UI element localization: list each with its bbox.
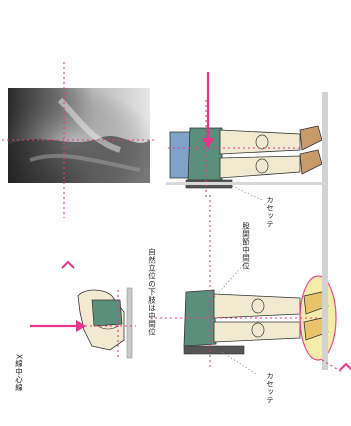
hip-joint-label: 股関節中間位: [242, 222, 250, 270]
shoe-shape: [300, 150, 322, 174]
natural-standing-label: 自然立位の下肢は中間位: [148, 248, 156, 336]
arrowhead-icon: [340, 364, 351, 370]
cassette-label-lower: カセッテ: [266, 372, 274, 404]
leg-upper-shape: [214, 294, 300, 318]
shoe-shape: [300, 126, 322, 150]
xray-image: [8, 88, 150, 183]
table-bar-mid: [166, 182, 326, 185]
shorts-shape: [92, 300, 122, 326]
shorts-shape: [188, 128, 222, 180]
beam-arrow-icon: [30, 320, 86, 332]
cassette-side: [127, 288, 132, 358]
cassette-label-upper: カセッテ: [266, 196, 274, 228]
cassette-lower: [184, 346, 244, 354]
upper-figure: [170, 126, 322, 188]
table-bar: [322, 92, 328, 370]
leg-lower-shape: [214, 322, 300, 342]
side-figure: [78, 288, 132, 358]
xray-center-line-label: X線中心線: [15, 354, 23, 392]
arrowhead-icon: [62, 262, 74, 268]
leg-upper-shape: [220, 130, 300, 154]
